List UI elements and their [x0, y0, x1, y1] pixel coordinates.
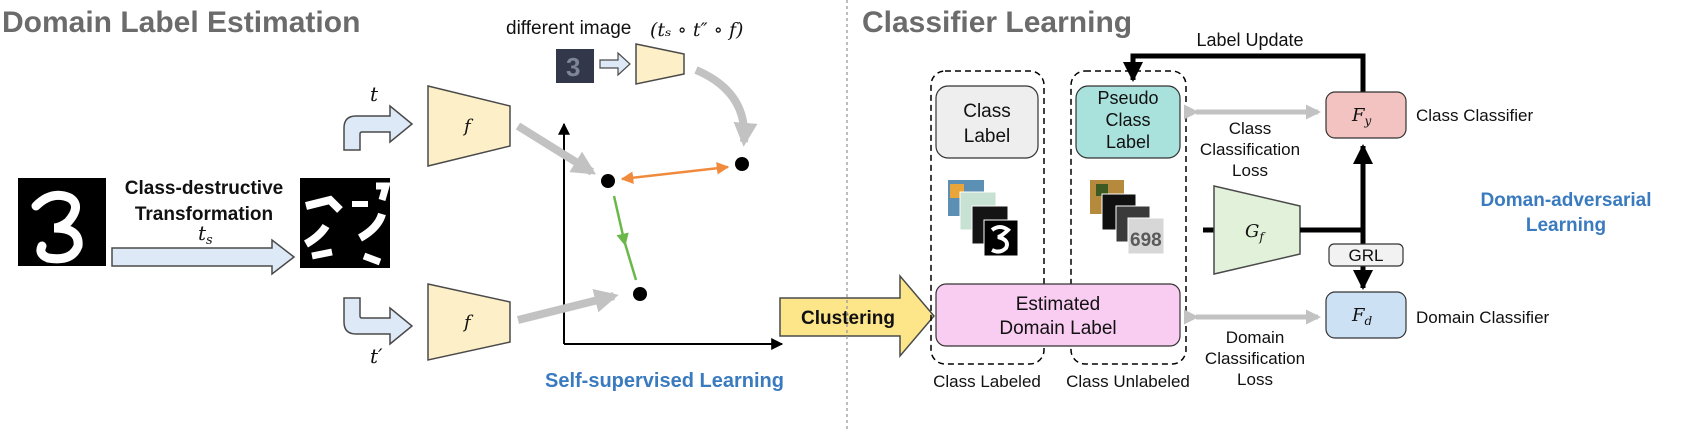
- pseudo-class-label-box: [1075, 85, 1181, 159]
- domain-loss-line2: Classification: [1205, 349, 1305, 368]
- clustering-arrow: [779, 273, 935, 359]
- right-section-title: Classifier Learning: [862, 6, 1132, 39]
- unlabeled-image-stack: 698: [1090, 180, 1165, 255]
- green-attract-line-lower: [622, 239, 638, 281]
- pseudo-line2: Class: [1105, 110, 1150, 130]
- domain-loss-line1: Domain: [1226, 328, 1285, 347]
- adversarial-line1: Doman-adversarial: [1480, 190, 1651, 211]
- class-label-line2: Label: [964, 126, 1011, 147]
- estimated-line2: Domain Label: [999, 318, 1116, 339]
- svhn-digits: 698: [1130, 230, 1162, 251]
- transform-symbol: ts: [198, 221, 213, 248]
- class-loss-line1: Class: [1229, 119, 1272, 138]
- left-section-title: Domain Label Estimation: [2, 6, 360, 39]
- class-classifier-box: [1325, 91, 1407, 139]
- estimated-line1: Estimated: [1016, 294, 1100, 315]
- clustering-label: Clustering: [801, 308, 895, 329]
- t-prime-bent-arrow: [343, 297, 414, 346]
- domain-classifier-label: Domain Classifier: [1416, 308, 1550, 327]
- grey-arrow-curve: [694, 66, 758, 147]
- orange-repel-arrow: [620, 162, 730, 184]
- destructed-digit-image: [300, 178, 391, 268]
- t-bent-arrow: [343, 104, 414, 151]
- labeled-image-stack: [948, 180, 1019, 257]
- embedding-point-a: [601, 174, 615, 188]
- t-label: t: [370, 82, 379, 106]
- mnist-digit-image: [18, 178, 106, 266]
- self-supervised-label: Self-supervised Learning: [545, 370, 784, 392]
- transform-arrow: [111, 238, 296, 276]
- composite-label: (tₛ ∘ t″ ∘ f): [650, 19, 743, 41]
- fd-label: Fd: [1351, 305, 1373, 328]
- grey-arrow-top: [515, 122, 597, 176]
- gf-label: Gf: [1245, 221, 1266, 244]
- class-unlabeled-label: Class Unlabeled: [1066, 372, 1190, 391]
- class-loss-line3: Loss: [1232, 161, 1268, 180]
- pseudo-line3: Label: [1106, 132, 1150, 152]
- estimated-domain-label-box: [935, 283, 1181, 347]
- transform-label-line1: Class-destructive: [125, 178, 283, 199]
- grl-label: GRL: [1349, 246, 1384, 265]
- class-loss-line2: Classification: [1200, 140, 1300, 159]
- grey-arrow-bottom: [517, 289, 619, 324]
- class-label-line1: Class: [963, 101, 1011, 122]
- t-prime-label: t′: [370, 344, 383, 368]
- different-image-arrow: [599, 51, 631, 77]
- svg-text:3: 3: [566, 52, 580, 82]
- svhn-digit-image: 3: [556, 49, 594, 83]
- label-update-arrow: [1123, 53, 1366, 92]
- encoder-bottom-trapezoid: [427, 283, 511, 361]
- embedding-point-b: [735, 157, 749, 171]
- encoder-top-trapezoid: [427, 85, 511, 167]
- class-label-box: [935, 85, 1039, 159]
- class-classifier-label: Class Classifier: [1416, 106, 1533, 125]
- embedding-point-c: [633, 287, 647, 301]
- domain-loss-line3: Loss: [1237, 370, 1273, 389]
- label-update-text: Label Update: [1196, 30, 1303, 50]
- feature-extractor-trapezoid: [1213, 185, 1301, 275]
- grl-box: [1328, 243, 1404, 267]
- fy-label: Fy: [1351, 105, 1372, 128]
- class-labeled-group: [930, 70, 1045, 365]
- pseudo-line1: Pseudo: [1097, 88, 1158, 108]
- different-image-label: different image: [506, 18, 631, 39]
- transform-label-line2: Transformation: [135, 204, 273, 225]
- class-labeled-label: Class Labeled: [933, 372, 1041, 391]
- encoder-small-trapezoid: [635, 43, 685, 85]
- domain-classifier-box: [1325, 291, 1407, 339]
- adversarial-line2: Learning: [1526, 215, 1606, 236]
- green-attract-line-upper: [612, 195, 629, 247]
